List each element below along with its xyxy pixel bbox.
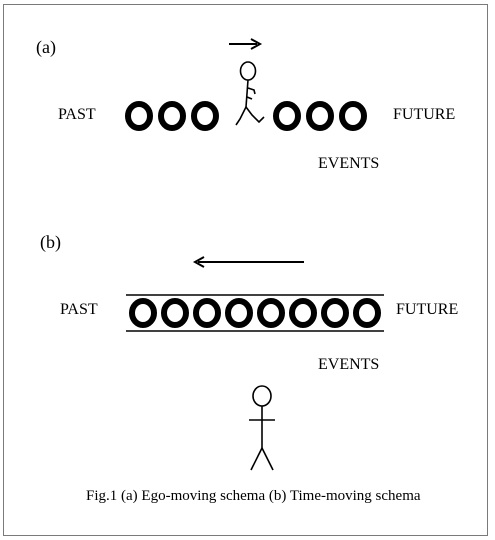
ego-body [245, 79, 249, 108]
panel-a-direction-arrow [229, 38, 263, 50]
panel-b-event-circle-6 [289, 298, 317, 328]
figure-frame [3, 4, 488, 536]
panel-b-label: (b) [40, 232, 61, 252]
panel-a-event-circle-3 [191, 101, 219, 131]
ego-arm-front [247, 87, 256, 95]
panel-b-direction-arrow [192, 256, 304, 268]
panel-b-events [129, 298, 381, 328]
panel-b-future-label: FUTURE [396, 301, 459, 318]
ego-leg-front [245, 106, 265, 124]
panel-b-event-circle-5 [257, 298, 285, 328]
panel-a-event-circle-4 [273, 101, 301, 131]
panel-b-event-circle-8 [353, 298, 381, 328]
panel-b-ego-figure [249, 385, 275, 471]
panel-a-future-label: FUTURE [393, 106, 456, 123]
ego-leg-back [235, 106, 247, 126]
ego-head [252, 385, 272, 407]
ego-head [239, 61, 257, 81]
panel-a-label: (a) [36, 37, 56, 57]
figure-caption: Fig.1 (a) Ego-moving schema (b) Time-mov… [86, 488, 421, 504]
ego-leg-right [261, 447, 274, 471]
panel-b-event-circle-4 [225, 298, 253, 328]
panel-a-event-circle-2 [158, 101, 186, 131]
panel-b-event-circle-1 [129, 298, 157, 328]
panel-b-event-circle-3 [193, 298, 221, 328]
panel-b-events-label: EVENTS [318, 356, 380, 373]
panel-a-event-circle-1 [125, 101, 153, 131]
panel-a-events-label: EVENTS [318, 155, 380, 172]
panel-a-past-label: PAST [58, 106, 96, 123]
panel-a-ego-figure [235, 61, 265, 126]
panel-a-event-circle-6 [339, 101, 367, 131]
panel-a-event-circle-5 [306, 101, 334, 131]
panel-b-past-label: PAST [60, 301, 98, 318]
panel-a-events [125, 101, 367, 131]
ego-arm-back [246, 96, 253, 100]
panel-b-event-circle-2 [161, 298, 189, 328]
ego-leg-left [250, 447, 263, 471]
panel-b-event-circle-7 [321, 298, 349, 328]
